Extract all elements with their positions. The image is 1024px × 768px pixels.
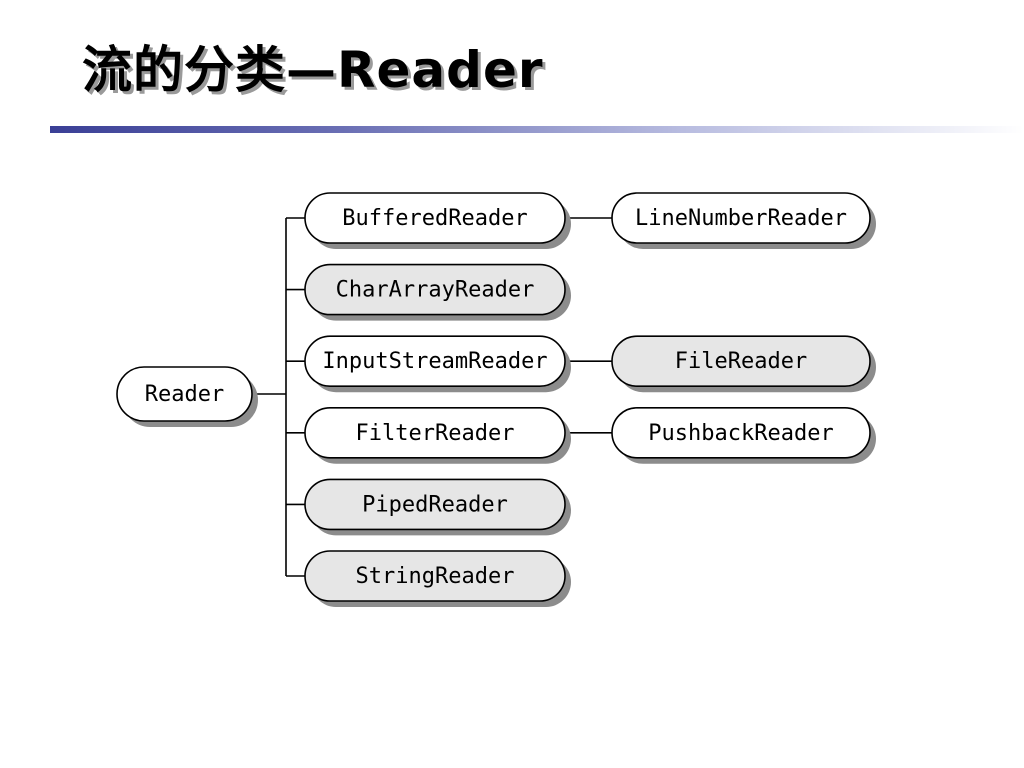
node-line-number-reader: LineNumberReader: [611, 192, 876, 249]
node-filter-reader-label: FilterReader: [356, 421, 515, 446]
node-pushback-reader: PushbackReader: [611, 406, 876, 464]
node-input-stream-reader-label: InputStreamReader: [322, 349, 547, 374]
node-reader: Reader: [116, 366, 258, 427]
node-buffered-reader-label: BufferedReader: [342, 206, 527, 231]
node-filter-reader: FilterReader: [304, 406, 571, 464]
node-line-number-reader-label: LineNumberReader: [635, 206, 847, 231]
node-reader-box: [116, 366, 253, 422]
node-input-stream-reader-box: [304, 335, 566, 388]
node-file-reader-box: [611, 335, 871, 388]
title-underline: [50, 126, 1024, 133]
node-pushback-reader-label: PushbackReader: [648, 421, 833, 446]
node-char-array-reader: CharArrayReader: [304, 263, 571, 321]
node-filter-reader-box: [304, 406, 566, 459]
node-char-array-reader-box: [304, 263, 566, 316]
node-buffered-reader: BufferedReader: [304, 192, 571, 249]
node-file-reader: FileReader: [611, 335, 876, 393]
node-pushback-reader-box: [611, 406, 871, 459]
node-piped-reader: PipedReader: [304, 478, 571, 536]
node-buffered-reader-box: [304, 192, 566, 244]
node-piped-reader-box: [304, 478, 566, 531]
node-string-reader-box: [304, 550, 566, 602]
node-piped-reader-label: PipedReader: [362, 492, 508, 517]
slide-title: 流的分类—Reader: [82, 41, 544, 99]
node-input-stream-reader: InputStreamReader: [304, 335, 571, 393]
class-nodes: Reader BufferedReader LineNumberReaderChar…: [116, 192, 876, 607]
node-string-reader-label: StringReader: [356, 564, 515, 589]
connector-lines: [252, 217, 612, 577]
node-string-reader: StringReader: [304, 550, 571, 607]
node-line-number-reader-box: [611, 192, 871, 244]
node-file-reader-label: FileReader: [675, 349, 807, 374]
node-char-array-reader-label: CharArrayReader: [336, 278, 535, 303]
node-reader-label: Reader: [145, 382, 224, 407]
